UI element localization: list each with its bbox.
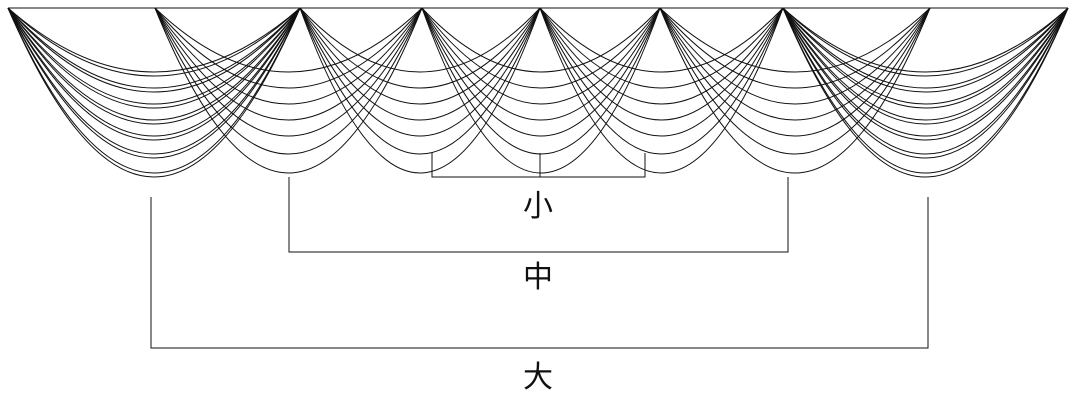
drape-curve (539, 7, 784, 155)
drape-curve (539, 7, 784, 137)
size-label-medium: 中 (523, 260, 553, 295)
drape-curve (299, 7, 541, 89)
drape-curve (659, 7, 931, 174)
drape-curve (154, 7, 423, 73)
drape-curve (7, 7, 301, 73)
drape-curve (782, 7, 1069, 125)
drape-curve (154, 7, 423, 121)
drape-curve (7, 7, 301, 159)
drape-curve (299, 7, 541, 155)
large-bracket (150, 197, 929, 349)
drape-curve (782, 7, 1069, 159)
drape-curve (7, 7, 301, 89)
drape-curve (539, 7, 784, 121)
medium-bracket (288, 177, 789, 253)
drape-curve (782, 7, 1069, 109)
drape-curve (7, 7, 301, 141)
drape-curve (421, 7, 661, 137)
drape-curve (299, 7, 541, 137)
drape-curve (421, 7, 661, 89)
drape-curve (782, 7, 1069, 174)
drape-curve (539, 7, 784, 89)
drape-curve (659, 7, 931, 155)
drape-curve (154, 7, 423, 137)
small-bracket (431, 153, 646, 178)
drape-curve (659, 7, 931, 73)
drape-curve (782, 7, 1069, 155)
drape-curve (154, 7, 423, 89)
drape-curve (421, 7, 661, 73)
drape-curve (421, 7, 661, 105)
drape-curve (659, 7, 931, 121)
drape-curve (659, 7, 931, 105)
drape-curve (7, 7, 301, 174)
drape-curve (782, 7, 1069, 141)
drape-curve (539, 7, 784, 73)
drape-curve (659, 7, 931, 89)
drape-curve (421, 7, 661, 174)
drape-curve (7, 7, 301, 125)
drape-curve (7, 7, 301, 109)
drape-curve (782, 7, 1069, 77)
drape-curve (782, 7, 1069, 137)
drape-curve (539, 7, 784, 174)
drape-curve (782, 7, 1069, 93)
size-label-small: 小 (523, 189, 553, 224)
drape-curve (299, 7, 541, 174)
drape-curve (7, 7, 301, 105)
drape-curve (7, 7, 301, 121)
drape-curve (299, 7, 541, 121)
drape-curve (782, 7, 1069, 105)
drape-curves (7, 7, 1069, 178)
drape-curve (154, 7, 423, 105)
drape-curve (7, 7, 301, 178)
drape-curve (7, 7, 301, 93)
drape-curve (782, 7, 1069, 73)
drape-curve (421, 7, 661, 155)
drape-curve (539, 7, 784, 105)
drape-curve (782, 7, 1069, 89)
drape-curve (782, 7, 1069, 178)
drape-curve (421, 7, 661, 121)
drape-curve (7, 7, 301, 77)
drape-curve (154, 7, 423, 155)
size-label-large: 大 (523, 360, 553, 395)
drape-curve (299, 7, 541, 73)
drape-curve (7, 7, 301, 155)
drape-curve (299, 7, 541, 105)
drape-curve (782, 7, 1069, 121)
